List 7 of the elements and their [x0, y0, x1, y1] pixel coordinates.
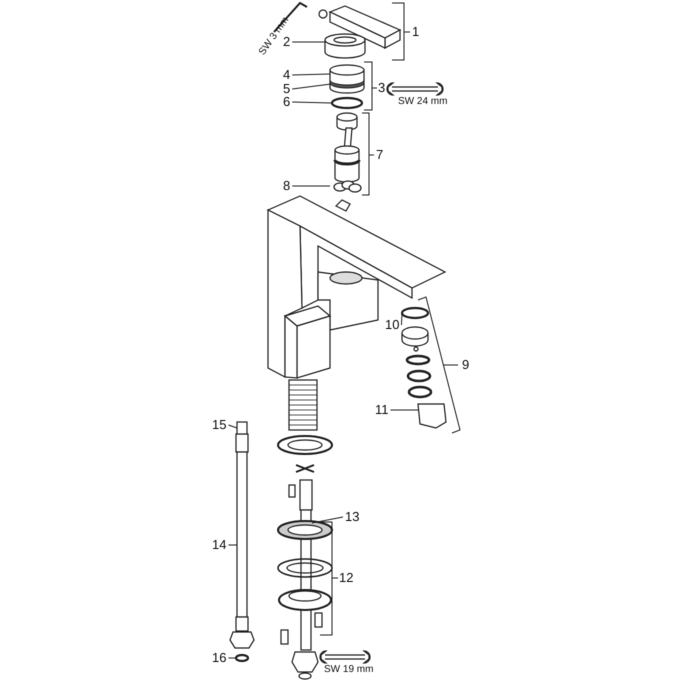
tool-size-label: SW 24 mm	[398, 96, 448, 107]
tool-size-label: SW 19 mm	[324, 664, 374, 675]
callout-number: 1	[412, 25, 420, 39]
callout-number: 9	[462, 358, 470, 372]
callout-number: 7	[376, 148, 384, 162]
callout-number: 3	[378, 81, 386, 95]
callout-number: 12	[339, 571, 354, 585]
